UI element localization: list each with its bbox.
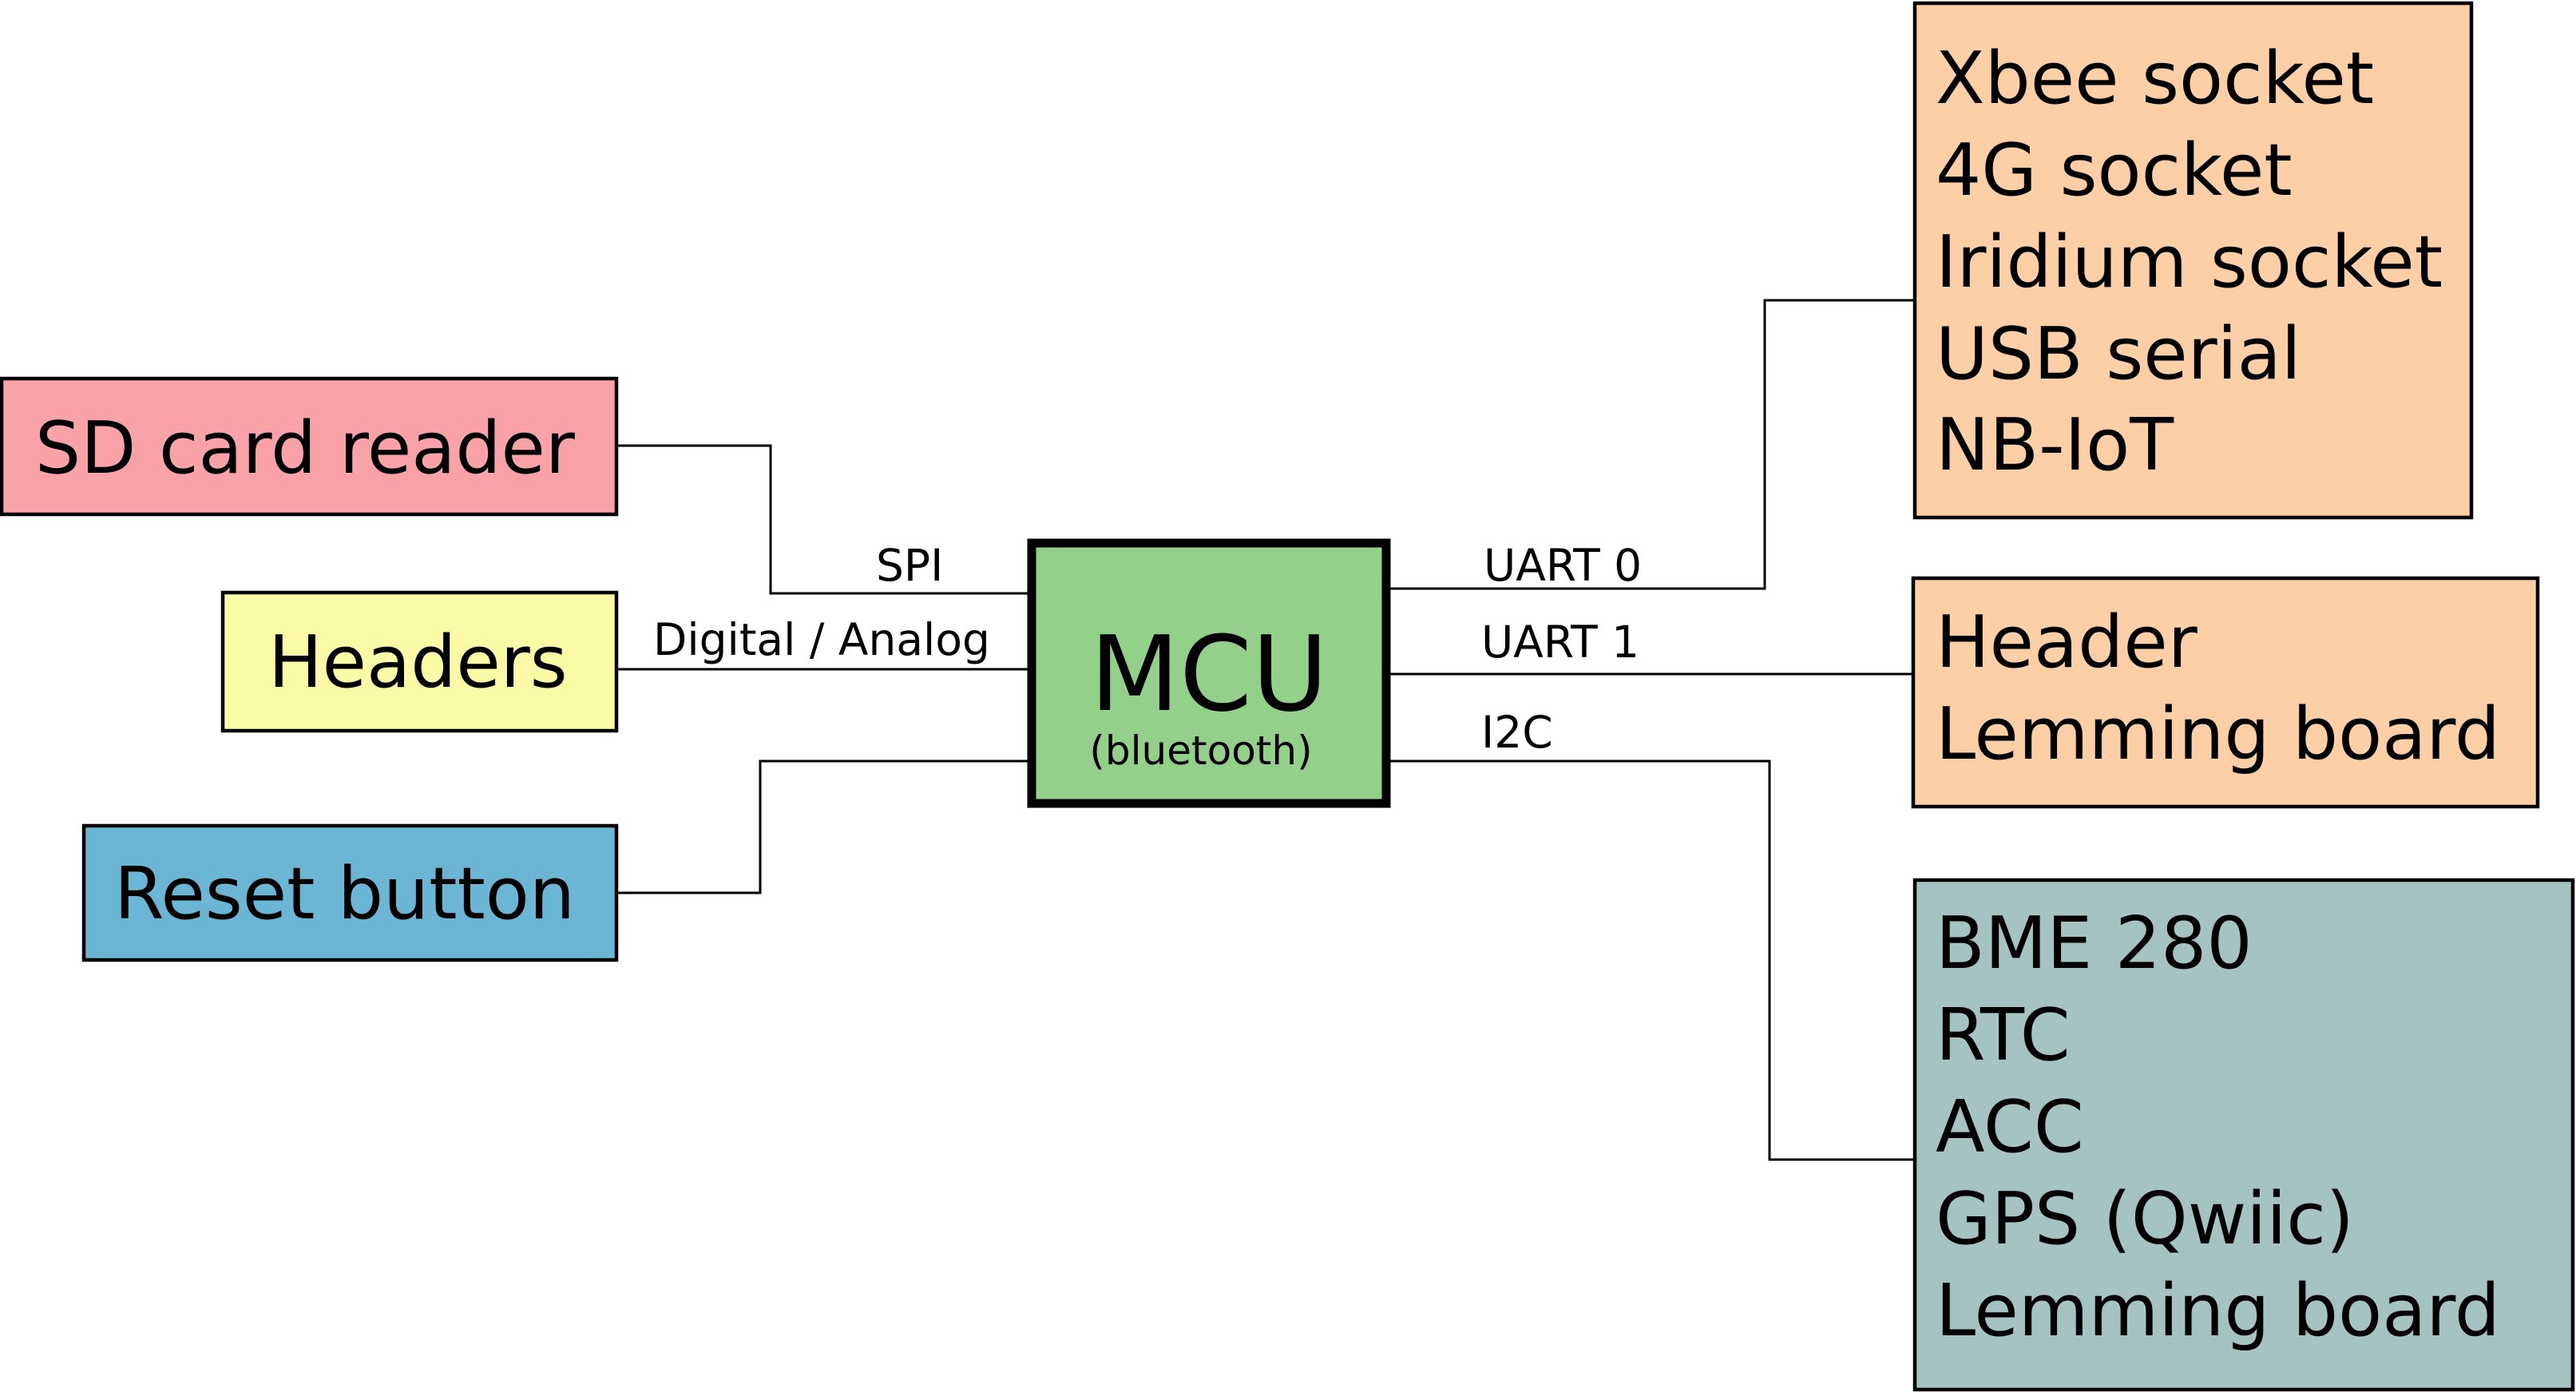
comms-item: Iridium socket: [1936, 220, 2443, 304]
header-lemming-block: Header Lemming board: [1911, 576, 2540, 809]
headers-block: Headers: [220, 590, 619, 733]
comms-item: NB-IoT: [1936, 403, 2174, 487]
sd-card-reader-box: [0, 376, 619, 517]
mcu-block: MCU (bluetooth): [1027, 538, 1391, 808]
wire-reset: [616, 759, 1030, 894]
header-lemming-item: Header: [1936, 601, 2198, 684]
mcu-subtitle: (bluetooth): [1089, 728, 1312, 774]
mcu-box: [1027, 538, 1391, 808]
headers-box: [220, 590, 619, 733]
reset-button-block: Reset button: [81, 823, 619, 962]
comms-item: USB serial: [1936, 312, 2301, 396]
sensors-item: ACC: [1936, 1085, 2084, 1169]
header-lemming-box: [1911, 576, 2540, 809]
headers-label: Headers: [268, 621, 568, 704]
comms-box: [1912, 1, 2474, 520]
sensors-item: Lemming board: [1936, 1269, 2500, 1353]
sensors-item: BME 280: [1936, 902, 2253, 986]
reset-button-box: [81, 823, 619, 962]
sensors-box: [1912, 878, 2575, 1392]
comms-item: Xbee socket: [1936, 37, 2374, 121]
sensors-item: RTC: [1936, 993, 2071, 1077]
sensors-item: GPS (Qwiic): [1936, 1177, 2354, 1261]
comms-item: 4G socket: [1936, 129, 2293, 212]
bus-label-spi: SPI: [876, 540, 943, 591]
comms-block: Xbee socket 4G socket Iridium socket USB…: [1912, 1, 2474, 520]
reset-button-label: Reset button: [114, 852, 575, 936]
bus-label-digital-analog: Digital / Analog: [653, 614, 990, 665]
sd-card-reader-block: SD card reader: [0, 376, 619, 517]
mcu-title: MCU: [1090, 613, 1328, 735]
bus-label-uart1: UART 1: [1481, 617, 1639, 668]
header-lemming-item: Lemming board: [1936, 692, 2500, 776]
wire-uart0: [1388, 299, 1913, 590]
bus-label-uart0: UART 0: [1484, 540, 1642, 591]
sensors-block: BME 280 RTC ACC GPS (Qwiic) Lemming boar…: [1912, 878, 2575, 1392]
wire-sd-spi: [616, 444, 1030, 595]
bus-label-i2c: I2C: [1481, 707, 1553, 758]
wire-i2c: [1388, 759, 1915, 1161]
sd-card-reader-label: SD card reader: [35, 406, 575, 490]
